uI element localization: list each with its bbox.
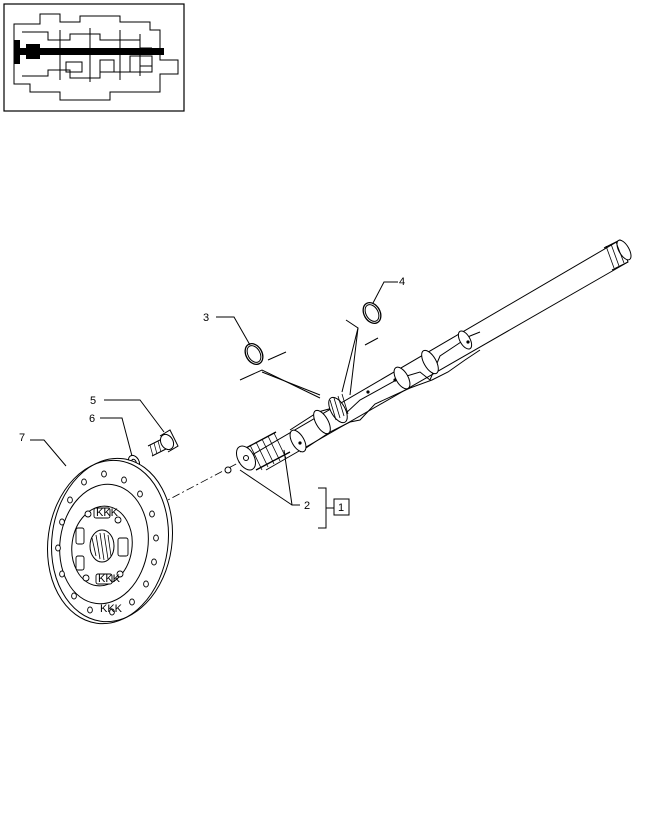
disc-mark-lower: KKK (100, 603, 123, 615)
o-ring-4 (362, 302, 382, 324)
disc-mark-bottom: KKK (98, 573, 121, 585)
o-ring-3 (244, 343, 264, 365)
locator-thumbnail (3, 3, 185, 112)
leader-lines (30, 281, 398, 529)
callout-3: 3 (203, 312, 209, 324)
callout-1: 1 (338, 502, 344, 514)
installation-reference-lines (239, 319, 379, 399)
callout-4: 4 (399, 276, 405, 288)
input-shaft (236, 239, 632, 471)
callout-2: 2 (304, 500, 310, 512)
callout-7: 7 (19, 432, 25, 444)
callout-6: 6 (89, 413, 95, 425)
bolt-5 (147, 429, 179, 457)
clutch-disc-7: KKK KKK KKK (46, 457, 174, 625)
disc-mark-top: KKK (96, 507, 119, 519)
callout-5: 5 (90, 395, 96, 407)
assembly-reference-box (333, 498, 350, 516)
